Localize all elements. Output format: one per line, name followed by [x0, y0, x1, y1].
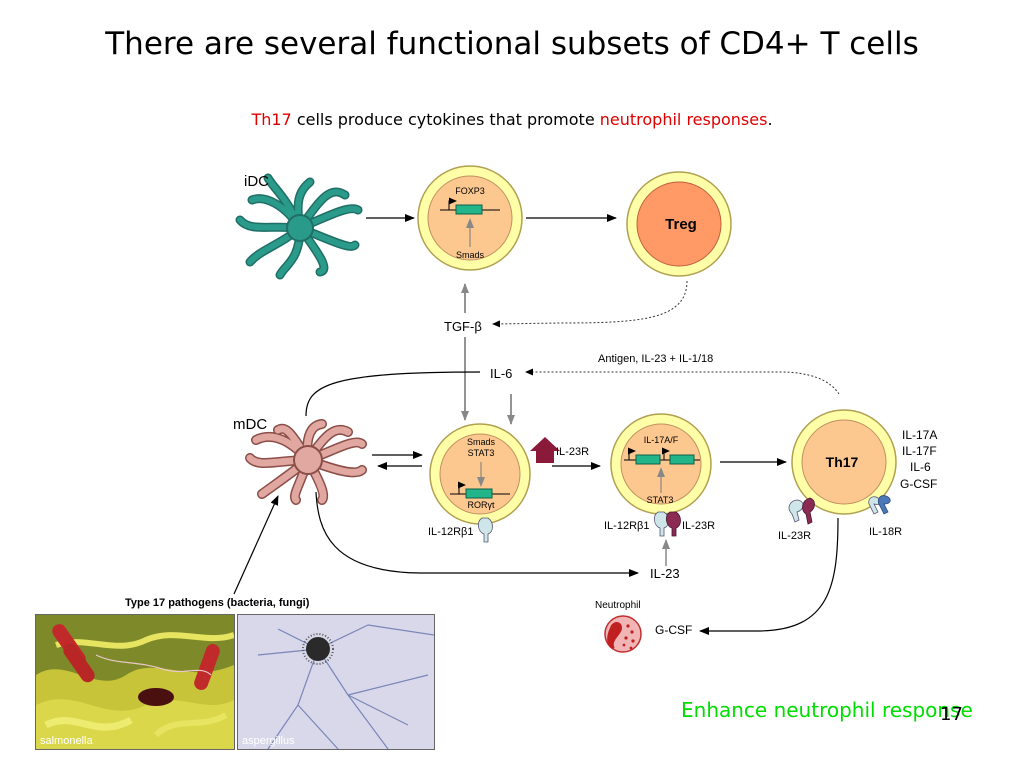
mdc-to-il23-line: [315, 491, 639, 577]
il23r-receptor-right: [666, 511, 681, 537]
th17-to-il6-dotted: [525, 368, 840, 395]
rorgt-gene: [465, 488, 493, 499]
smads-top-label: Smads: [456, 250, 485, 260]
treg-precursor-cell: [417, 165, 523, 271]
cytokine-2: IL-6: [910, 460, 931, 474]
arrow-pathogens-to-mdc: [233, 495, 279, 595]
foxp3-label: FOXP3: [455, 186, 485, 196]
il23r-right-label: IL-23R: [682, 520, 715, 532]
idc-cell: [235, 173, 363, 280]
treg-cell: [626, 171, 732, 277]
th17-developing-cell: [610, 413, 712, 515]
subtitle-th17: Th17: [251, 110, 292, 129]
il17a-gene: [635, 454, 661, 465]
mdc-cell: [245, 419, 367, 505]
treg-label: Treg: [665, 216, 697, 233]
salmonella-illustration: [36, 615, 234, 749]
salmonella-photo: salmonella: [35, 614, 235, 750]
il6-label: IL-6: [490, 366, 512, 381]
th17-precursor-cell: [429, 423, 531, 525]
tgfb-label: TGF-β: [444, 319, 482, 334]
foxp3-gene: [455, 204, 483, 215]
th17-label: Th17: [826, 454, 859, 470]
treg-to-tgfb-dotted: [492, 280, 688, 328]
aspergillus-photo: aspergillus: [237, 614, 435, 750]
neutrophil-label: Neutrophil: [595, 600, 641, 611]
slide-title: There are several functional subsets of …: [105, 26, 919, 62]
upregulation-arrow: [530, 437, 560, 463]
subtitle-neutrophil: neutrophil responses: [599, 110, 768, 129]
il12rb1-receptor-left: [478, 517, 493, 543]
th17-to-gcsf-line: [699, 517, 839, 635]
il23r-th17-label: IL-23R: [778, 530, 811, 542]
idc-label: iDC: [244, 173, 269, 190]
il23-label: IL-23: [650, 566, 680, 581]
antigen-label: Antigen, IL-23 + IL-1/18: [598, 353, 713, 365]
cytokine-1: IL-17F: [902, 444, 937, 458]
aspergillus-caption: aspergillus: [242, 735, 295, 747]
pathogens-label: Type 17 pathogens (bacteria, fungi): [125, 597, 310, 609]
cytokine-3: G-CSF: [900, 477, 937, 491]
il17af-label: IL-17A/F: [644, 435, 679, 445]
mdc-label: mDC: [233, 416, 267, 433]
salmonella-caption: salmonella: [40, 735, 93, 747]
slide-subtitle: Th17 cells produce cytokines that promot…: [0, 110, 1024, 129]
stat3-right-label: STAT3: [647, 495, 674, 505]
stat3-mid-label: STAT3: [468, 448, 495, 458]
il23r-receptor-th17: [788, 497, 815, 525]
il17f-gene: [669, 454, 695, 465]
subtitle-middle: cells produce cytokines that promote: [291, 110, 600, 129]
smads-mid-label: Smads: [467, 437, 496, 447]
th17-cell: [791, 409, 897, 515]
neutrophil-cell: [604, 615, 642, 653]
il12rb1-receptor-right: [654, 511, 669, 537]
il12rb1-left-label: IL-12Rβ1: [428, 526, 473, 538]
il18r-receptor-th17: [868, 495, 891, 515]
subtitle-end: .: [767, 110, 773, 129]
enhance-neutrophil-text: Enhance neutrophil response: [681, 698, 973, 722]
slide-number: 17: [940, 704, 963, 725]
rorgt-label: RORγt: [468, 500, 495, 510]
il12rb1-right-label: IL-12Rβ1: [604, 520, 649, 532]
il23r-arrow-label: IL-23R: [556, 446, 589, 458]
mdc-to-il6-line: [305, 371, 481, 417]
cytokine-0: IL-17A: [902, 428, 937, 442]
gcsf-neutro-label: G-CSF: [655, 623, 692, 637]
aspergillus-illustration: [238, 615, 434, 749]
il18r-label: IL-18R: [869, 526, 902, 538]
